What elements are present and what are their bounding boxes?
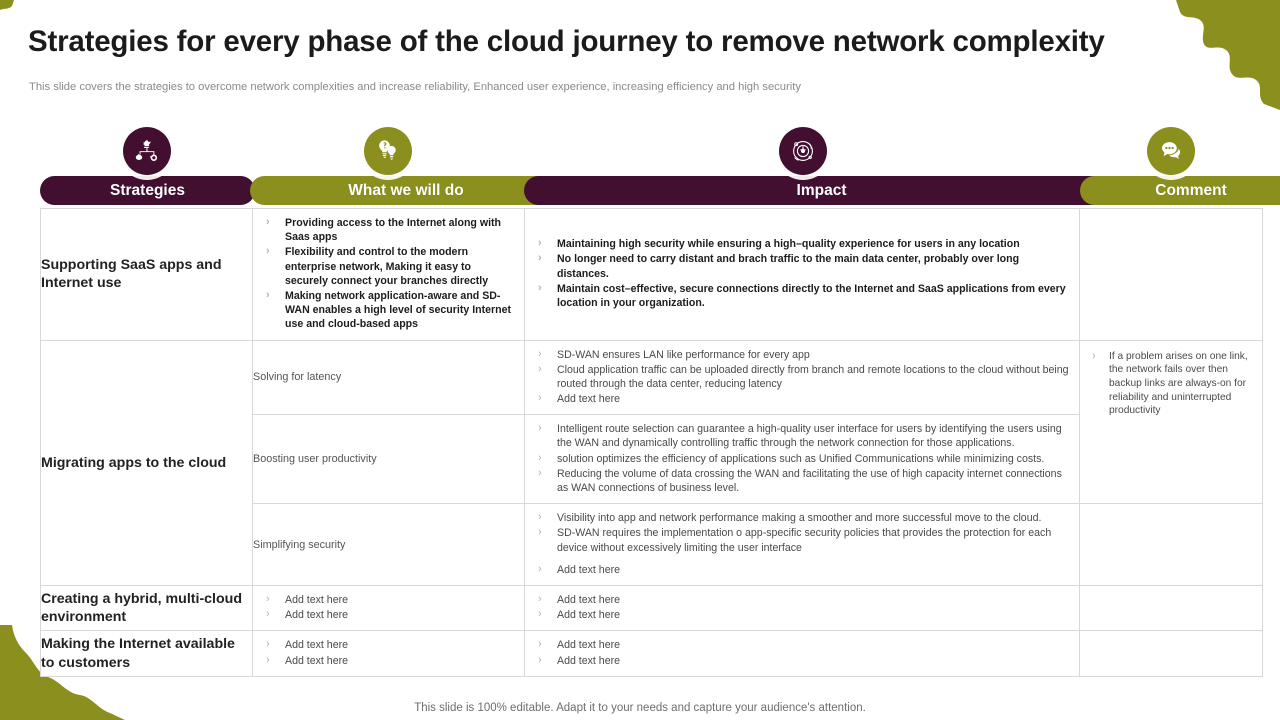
table-row: Boosting user productivity Intelligent r… <box>41 414 1263 505</box>
list-item: Cloud application traffic can be uploade… <box>534 362 1071 391</box>
table-row: Creating a hybrid, multi-cloud environme… <box>40 584 1263 632</box>
list-item: Add text here <box>534 391 1071 406</box>
list-item: Maintaining high security while ensuring… <box>534 236 1071 251</box>
comment-cell-migrating: If a problem arises on one link, the net… <box>1079 339 1263 505</box>
list-item: Flexibility and control to the modern en… <box>262 244 516 288</box>
chess-strategy-icon <box>123 127 171 175</box>
phase-label-simplifying-security: Simplifying security <box>252 503 525 586</box>
list-item: Add text here <box>534 562 1071 577</box>
column-header-strategies[interactable]: Strategies <box>40 176 255 205</box>
table-row: Making the Internet available to custome… <box>40 630 1263 677</box>
bullet-list: Visibility into app and network performa… <box>525 504 1079 585</box>
list-item: Maintain cost–effective, secure connecti… <box>534 281 1071 310</box>
table-row: Migrating apps to the cloud Solving for … <box>40 339 1263 586</box>
page-subtitle: This slide covers the strategies to over… <box>29 81 801 93</box>
list-item: Add text here <box>534 592 1071 607</box>
list-item: Visibility into app and network performa… <box>534 510 1071 525</box>
table-row: Simplifying security Visibility into app… <box>41 503 1263 586</box>
impact-cell-saas: Maintaining high security while ensuring… <box>524 208 1080 341</box>
list-item: Add text here <box>262 592 516 607</box>
bullet-list: Intelligent route selection can guarante… <box>525 415 1079 503</box>
list-item: Making network application-aware and SD-… <box>262 288 516 332</box>
list-item: Reducing the volume of data crossing the… <box>534 466 1071 495</box>
decorative-corner-shape-top-left <box>0 0 14 10</box>
column-header-impact[interactable]: Impact <box>524 176 1119 205</box>
target-impact-icon <box>779 127 827 175</box>
list-item: If a problem arises on one link, the net… <box>1089 348 1254 418</box>
speech-bubbles-comment-icon <box>1147 127 1195 175</box>
lightbulb-question-idea-icon <box>364 127 412 175</box>
footer-note: This slide is 100% editable. Adapt it to… <box>414 702 866 714</box>
column-header-comment[interactable]: Comment <box>1080 176 1280 205</box>
impact-cell-latency: SD-WAN ensures LAN like performance for … <box>524 339 1080 416</box>
phase-label-boosting-user-productivity: Boosting user productivity <box>252 414 525 505</box>
bullet-list: Add text here Add text here <box>525 586 1079 630</box>
what-we-will-do-cell-hybrid: Add text here Add text here <box>252 584 525 632</box>
impact-cell-productivity: Intelligent route selection can guarante… <box>524 414 1080 505</box>
what-we-will-do-cell-saas: Providing access to the Internet along w… <box>252 208 525 341</box>
list-item: Add text here <box>534 637 1071 652</box>
comment-cell-security <box>1079 503 1263 586</box>
table-row: Supporting SaaS apps and Internet use Pr… <box>40 208 1263 341</box>
list-item: Add text here <box>534 607 1071 622</box>
column-headers: Strategies What we will do Impact Commen… <box>40 176 1280 205</box>
phase-label-solving-for-latency: Solving for latency <box>252 339 525 416</box>
comment-cell-hybrid <box>1079 584 1263 632</box>
bullet-list: Providing access to the Internet along w… <box>253 209 524 340</box>
impact-cell-internet: Add text here Add text here <box>524 630 1080 677</box>
strategy-label-migrating: Migrating apps to the cloud <box>40 339 253 586</box>
impact-cell-hybrid: Add text here Add text here <box>524 584 1080 632</box>
column-header-what-we-will-do[interactable]: What we will do <box>250 176 562 205</box>
list-item: Add text here <box>262 652 516 668</box>
list-item: Add text here <box>534 652 1071 668</box>
list-item: Add text here <box>262 607 516 622</box>
list-item: solution optimizes the efficiency of app… <box>534 451 1071 466</box>
what-we-will-do-cell-internet: Add text here Add text here <box>252 630 525 677</box>
list-item: Add text here <box>262 637 516 652</box>
list-item: SD-WAN ensures LAN like performance for … <box>534 346 1071 362</box>
strategy-label-hybrid-cloud: Creating a hybrid, multi-cloud environme… <box>40 584 253 632</box>
bullet-list: SD-WAN ensures LAN like performance for … <box>525 341 1079 415</box>
list-item: Providing access to the Internet along w… <box>262 215 516 244</box>
bullet-list: Maintaining high security while ensuring… <box>525 230 1079 318</box>
strategies-matrix-table: Supporting SaaS apps and Internet use Pr… <box>40 208 1263 677</box>
bullet-list: If a problem arises on one link, the net… <box>1080 341 1262 425</box>
bullet-list: Add text here Add text here <box>253 631 524 675</box>
impact-cell-security: Visibility into app and network performa… <box>524 503 1080 586</box>
strategy-label-saas: Supporting SaaS apps and Internet use <box>40 208 253 341</box>
list-item: Intelligent route selection can guarante… <box>534 421 1071 450</box>
list-item: SD-WAN requires the implementation o app… <box>534 525 1071 554</box>
bullet-list: Add text here Add text here <box>253 586 524 630</box>
list-item: No longer need to carry distant and brac… <box>534 251 1071 280</box>
bullet-list: Add text here Add text here <box>525 631 1079 675</box>
comment-cell-saas <box>1079 208 1263 341</box>
page-title: Strategies for every phase of the cloud … <box>28 25 1105 58</box>
comment-cell-internet <box>1079 630 1263 677</box>
strategy-label-internet-customers: Making the Internet available to custome… <box>40 630 253 677</box>
